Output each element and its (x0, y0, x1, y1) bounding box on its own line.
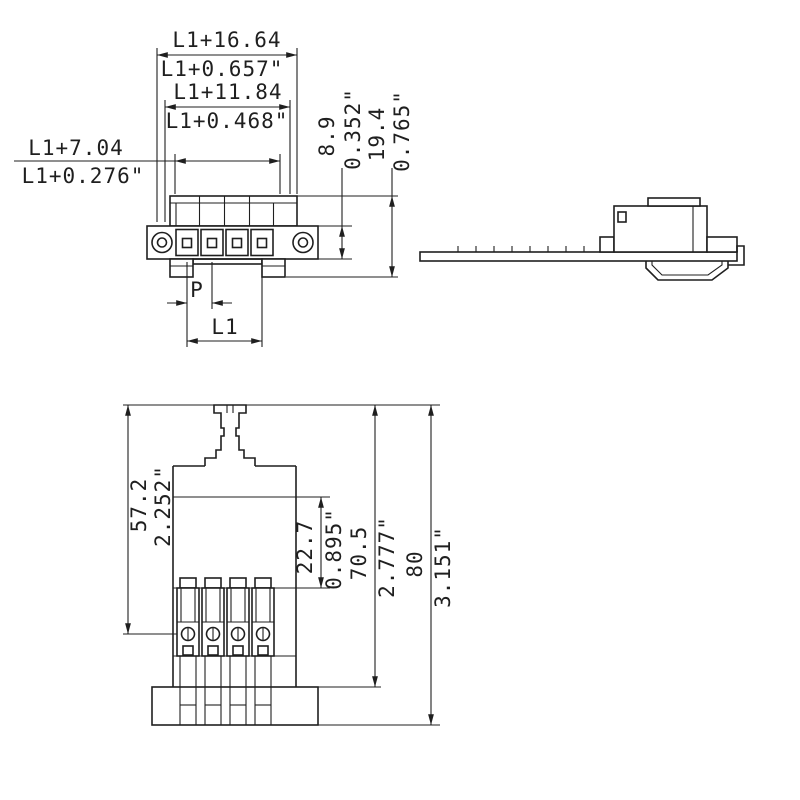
dim-b-mm: 22.7 (293, 520, 317, 575)
dim-a-mm: 57.2 (127, 478, 151, 533)
mounting-hole-right (292, 231, 314, 254)
latch-window (617, 211, 627, 223)
dim-depth-small-mm: 8.9 (315, 116, 339, 157)
base-flange (151, 686, 319, 726)
dim-overall-mm: L1+16.64 (172, 28, 281, 52)
dim-depth-large-mm: 19.4 (365, 107, 389, 162)
side-connector-body (599, 197, 738, 253)
dim-d-mm: 80 (403, 550, 427, 577)
solder-pins (457, 246, 603, 252)
foot-left (169, 258, 194, 278)
flange-slots (179, 687, 272, 725)
dim-depth-small-in: 0.352" (341, 88, 365, 170)
dim-mid-mm: L1+11.84 (173, 80, 282, 104)
dim-inner-mm: L1+7.04 (28, 136, 124, 160)
dim-c-mm: 70.5 (347, 526, 371, 581)
dim-overall-in: L1+0.657" (161, 57, 284, 81)
lower-channels (179, 656, 272, 687)
dim-depth-large-in: 0.765" (390, 90, 414, 172)
terminal-towers (176, 577, 275, 657)
dim-d-in: 3.151" (431, 526, 455, 608)
pcb-plate (419, 251, 738, 262)
dim-a-in: 2.252" (151, 465, 175, 547)
front-view-part (151, 404, 319, 726)
foot-right (261, 258, 286, 278)
front-view: 57.2 2.252" 22.7 0.895" 70.5 2.777" 80 3… (123, 404, 455, 726)
top-view-dimensions: L1+16.64 L1+0.657" L1+11.84 L1+0.468" L1… (14, 28, 414, 347)
mounting-hole-left (151, 231, 173, 254)
dim-mid-in: L1+0.468" (166, 109, 289, 133)
top-view: L1+16.64 L1+0.657" L1+11.84 L1+0.468" L1… (14, 28, 414, 347)
rear-block (169, 195, 298, 227)
plug-stem (204, 404, 256, 466)
dim-pitch: P (190, 278, 204, 302)
dim-b-in: 0.895" (322, 508, 346, 590)
contact-slots (175, 228, 274, 257)
dim-inner-in: L1+0.276" (22, 164, 145, 188)
top-view-part (146, 195, 319, 278)
dim-c-in: 2.777" (375, 516, 399, 598)
side-view (419, 197, 745, 281)
dim-length: L1 (211, 315, 238, 339)
front-view-dimensions: 57.2 2.252" 22.7 0.895" 70.5 2.777" 80 3… (123, 404, 455, 726)
mounting-clamp (645, 245, 745, 281)
